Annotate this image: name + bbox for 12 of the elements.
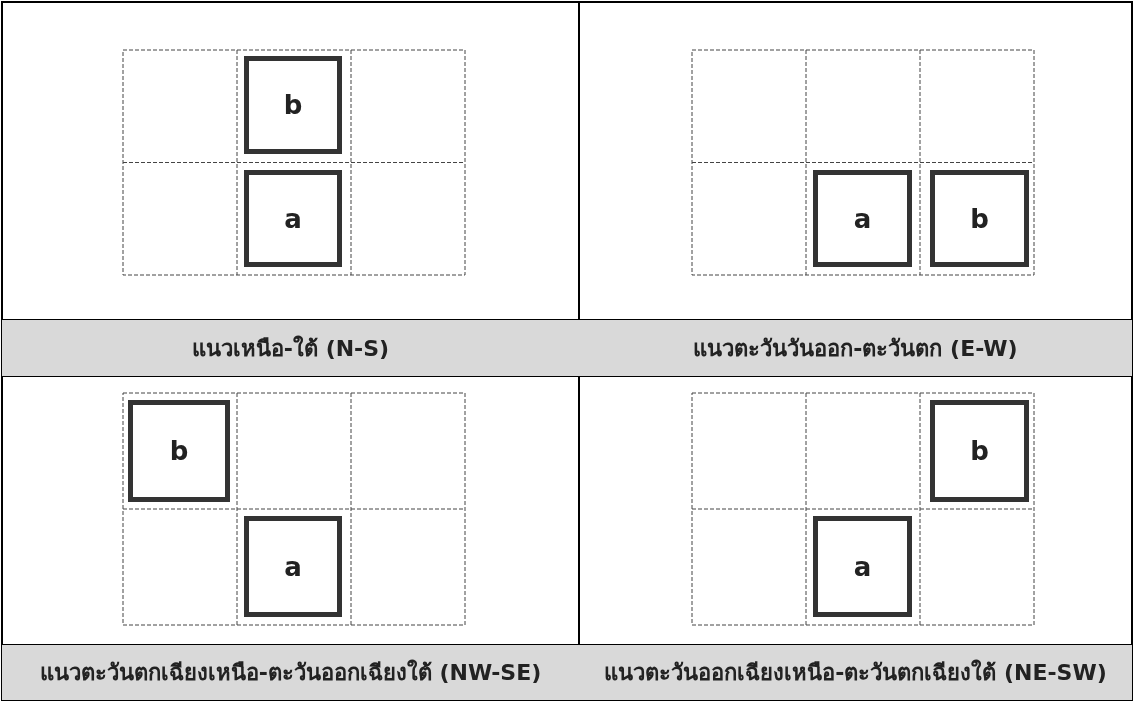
letter-box: a <box>813 516 912 617</box>
letter-box: b <box>128 400 230 502</box>
letter-box: a <box>244 170 342 267</box>
caption-bar: แนวเหนือ-ใต้ (N-S) <box>2 320 579 376</box>
caption-bar: แนวตะวันตกเฉียงเหนือ-ตะวันออกเฉียงใต้ (NW-SE) <box>2 645 579 700</box>
caption-bar: แนวตะวันออกเฉียงเหนือ-ตะวันตกเฉียงใต้ (NE-SW) <box>579 645 1132 700</box>
letter-box: b <box>930 170 1029 267</box>
letter-box: b <box>930 400 1029 502</box>
letter-box: a <box>813 170 912 267</box>
caption-bar: แนวตะวันวันออก-ตะวันตก (E-W) <box>579 320 1132 376</box>
letter-box: b <box>244 56 342 154</box>
letter-box: a <box>244 516 342 617</box>
